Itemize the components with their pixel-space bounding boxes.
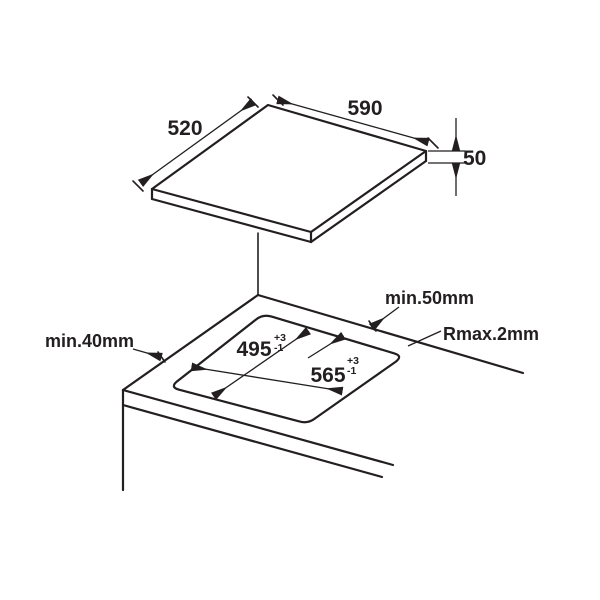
cutout-outline: [172, 314, 401, 424]
cutout-width-tol-plus: +3: [347, 355, 359, 367]
cutout-width-label: 565: [310, 364, 345, 387]
side-clearance-annotation: min.50mm: [307, 288, 474, 359]
hob-thickness-dimension: 50: [428, 118, 486, 196]
cutout-depth-label: 495: [236, 338, 271, 361]
worktop-outline: [121, 293, 525, 492]
corner-radius-label: Rmax.2mm: [443, 324, 539, 344]
cutout-width-dimension: 565 +3 -1: [190, 355, 359, 396]
hob-depth-dimension: 520: [132, 96, 259, 192]
cutout-depth-tol-minus: -1: [274, 342, 283, 354]
corner-radius-annotation: Rmax.2mm: [407, 324, 539, 347]
rear-clearance-label: min.40mm: [45, 331, 134, 351]
hob-thickness-label: 50: [463, 147, 486, 170]
cutout-width-tol-minus: -1: [347, 365, 356, 377]
hob-depth-label: 520: [167, 117, 202, 140]
hob-width-dimension: 590: [272, 94, 439, 149]
cutout-depth-tol-plus: +3: [274, 332, 286, 344]
hob-width-label: 590: [347, 97, 382, 120]
side-clearance-label: min.50mm: [385, 288, 474, 308]
rear-clearance-annotation: min.40mm: [45, 331, 166, 363]
